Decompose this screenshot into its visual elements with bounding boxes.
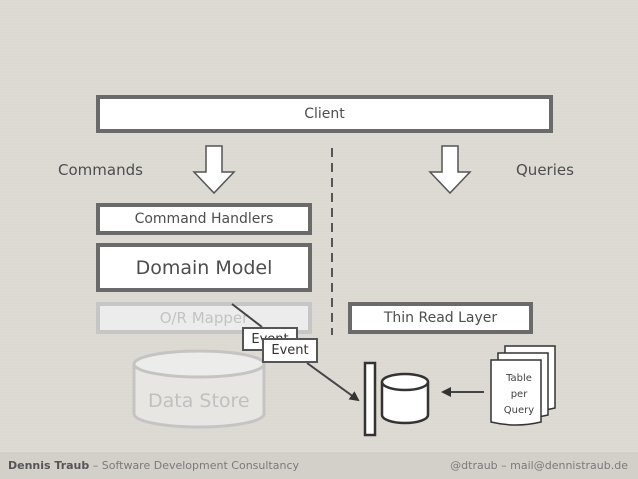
document-text: Table per Query <box>497 371 541 419</box>
client-label: Client <box>304 106 345 122</box>
command-handlers-label: Command Handlers <box>134 211 274 227</box>
footer: Dennis Traub – Software Development Cons… <box>0 452 638 479</box>
domain-to-event-line <box>231 303 263 328</box>
doc-line-1: Table <box>506 373 532 384</box>
thin-read-layer-label: Thin Read Layer <box>383 310 498 326</box>
domain-model-box: Domain Model <box>96 243 312 292</box>
data-store-cylinder <box>132 349 266 429</box>
read-store-cylinder <box>380 372 430 425</box>
footer-author: Dennis Traub <box>8 459 90 472</box>
event-box-front: Event <box>262 338 318 363</box>
commands-label: Commands <box>58 161 143 179</box>
or-mapper-label: O/R Mapper <box>159 309 249 327</box>
thin-read-layer-box: Thin Read Layer <box>348 302 533 334</box>
event-arrow <box>306 362 360 402</box>
event-front-label: Event <box>271 343 309 358</box>
footer-subtitle: – Software Development Consultancy <box>89 459 300 472</box>
command-handlers-box: Command Handlers <box>96 203 312 235</box>
commands-arrow <box>192 145 236 195</box>
doc-line-2: per <box>510 389 528 400</box>
table-per-query-documents <box>490 345 556 426</box>
doc-line-3: Query <box>503 405 535 416</box>
client-box: Client <box>96 95 553 133</box>
event-bus-bar <box>363 361 377 437</box>
footer-contact: @dtraub – mail@dennistraub.de <box>450 459 628 472</box>
footer-left: Dennis Traub – Software Development Cons… <box>8 459 299 472</box>
data-store-label: Data Store <box>148 390 250 412</box>
domain-model-label: Domain Model <box>135 256 273 279</box>
queries-label: Queries <box>516 161 574 179</box>
queries-arrow <box>428 145 472 195</box>
